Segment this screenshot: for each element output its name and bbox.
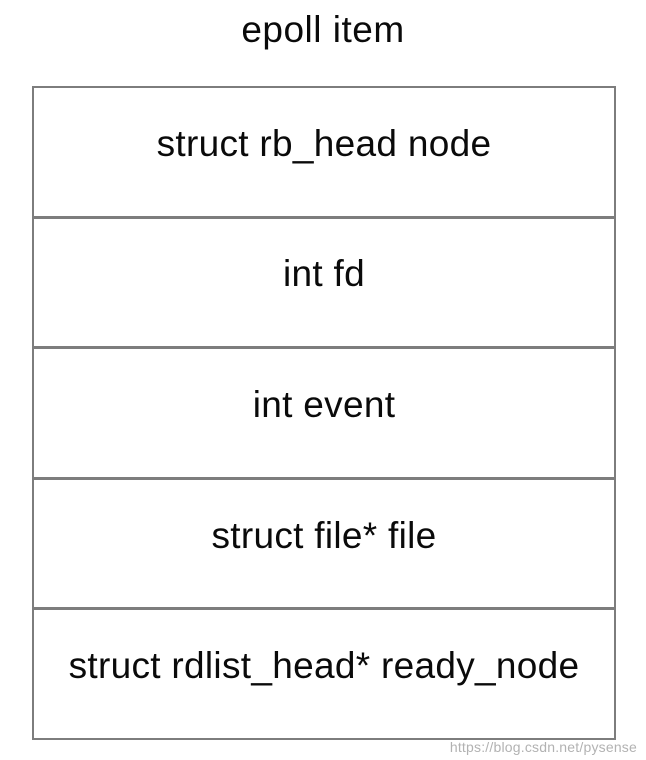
field-label-ready-node: struct rdlist_head* ready_node [68, 645, 580, 687]
field-label-fd: int fd [282, 253, 365, 295]
epoll-item-struct-box: struct rb_head node int fd int event str… [32, 86, 616, 740]
field-label-file: struct file* file [211, 514, 437, 556]
field-label-event: int event [252, 383, 396, 425]
diagram-title: epoll item [241, 9, 405, 50]
struct-field-row: int event [34, 346, 614, 477]
struct-field-row: struct rb_head node [34, 88, 614, 216]
struct-field-row: struct file* file [34, 476, 614, 608]
struct-field-row: struct rdlist_head* ready_node [34, 607, 614, 738]
struct-field-row: int fd [34, 215, 614, 347]
field-label-rb-head-node: struct rb_head node [156, 122, 492, 164]
watermark: https://blog.csdn.net/pysense [449, 739, 637, 755]
